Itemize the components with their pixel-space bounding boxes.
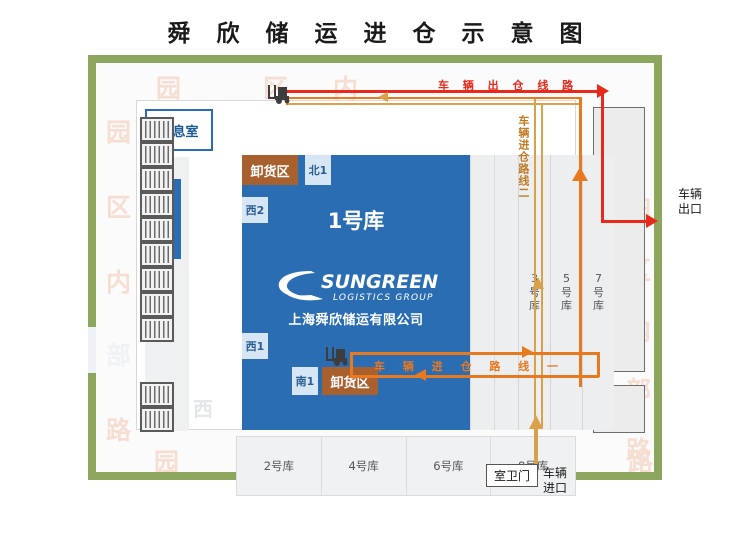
exit-route-arrow-top <box>597 84 609 98</box>
vehicle-exit-line-2: 出口 <box>678 202 703 216</box>
entry2-arrow-upper <box>572 167 588 181</box>
watermark-left-3: 内 <box>106 268 132 297</box>
entry2-arrow-mid <box>532 277 544 289</box>
exit-route-label: 车 辆 出 仓 线 路 <box>438 79 579 92</box>
company-name-cn: 上海舜欣储运有限公司 <box>288 313 424 328</box>
entry-gate-arrow <box>529 415 543 429</box>
warehouse-diagram: 园 区 内 部 路 园 区 内 园 区 内 部 路 园 区 内 部 路 路 休息… <box>88 55 662 496</box>
bay-north-1: 北1 <box>305 155 331 185</box>
company-logo: SUNGREEN LOGISTICS GROUP 上海舜欣储运有限公司 <box>242 267 470 328</box>
svg-text:SUNGREEN: SUNGREEN <box>321 271 438 293</box>
entry-route-1-label: 车 辆 进 仓 路 线 一 <box>374 360 565 373</box>
shipping-container-icon <box>140 267 174 292</box>
bay-west-2: 西2 <box>242 197 268 223</box>
guard-room-gate: 室卫门 <box>486 464 539 487</box>
watermark-left-5: 路 <box>106 416 132 445</box>
vehicle-exit-label: 车辆 出口 <box>678 187 702 217</box>
wall-top <box>88 55 662 63</box>
warehouse-7-char-2: 号 <box>593 285 604 299</box>
entry1-arrow-left <box>415 369 426 381</box>
watermark-right-5: 路 <box>626 436 652 465</box>
watermark-left-4: 部 <box>106 341 132 370</box>
wall-left-lower <box>88 373 96 480</box>
entry1-bottom-line-bot <box>350 375 599 378</box>
warehouse-6-block: 6号库 <box>407 437 492 495</box>
warehouse-5-char-3: 库 <box>561 299 572 313</box>
exit-route-arrow-gate <box>646 214 658 228</box>
warehouse-5-char-1: 5 <box>563 271 570 285</box>
shipping-container-icon <box>140 407 174 432</box>
entry1-arrow-top-left <box>378 92 388 102</box>
svg-text:LOGISTICS GROUP: LOGISTICS GROUP <box>333 293 434 303</box>
vehicle-entry-line-2: 进口 <box>543 481 568 495</box>
sungreen-logo-icon: SUNGREEN LOGISTICS GROUP <box>278 271 438 303</box>
warehouse-7-block: 7 号 库 <box>582 155 614 430</box>
entry2-vertical-b <box>579 97 582 387</box>
entry-gate-vertical-a <box>534 429 538 487</box>
warehouse-7-char-1: 7 <box>595 271 602 285</box>
watermark-left-2: 区 <box>106 193 132 222</box>
forklift-icon <box>268 85 290 104</box>
warehouse-2-block: 2号库 <box>237 437 322 495</box>
watermark-left-1: 园 <box>106 118 132 147</box>
page-title: 舜 欣 储 运 进 仓 示 意 图 <box>167 21 592 47</box>
warehouse-5-block: 5 号 库 <box>550 155 582 430</box>
entry-route-2-label: 车辆进仓路线二 <box>516 115 530 199</box>
shipping-container-icon <box>140 117 174 142</box>
entry1-bottom-line-top <box>350 352 599 355</box>
shipping-container-icon <box>140 167 174 192</box>
main-building: 休息室 换 单 室 1号库 SUNGREEN LOGISTICS GROUP 上… <box>136 100 614 431</box>
bay-west-1: 西1 <box>242 333 268 359</box>
shipping-container-icon <box>140 192 174 217</box>
shipping-container-icon <box>140 292 174 317</box>
forklift-icon <box>326 347 348 366</box>
warehouse-7-char-3: 库 <box>593 299 604 313</box>
wall-left-upper <box>88 55 96 327</box>
shipping-container-icon <box>140 142 174 167</box>
exit-route-top-line <box>284 90 604 93</box>
warehouse-1-label: 1号库 <box>327 209 385 233</box>
unload-zone-north: 卸货区 <box>242 155 298 185</box>
vehicle-entry-line-1: 车辆 <box>543 466 568 480</box>
shipping-container-icon <box>140 217 174 242</box>
warehouse-4-block: 4号库 <box>322 437 407 495</box>
entry1-bottom-left-cap <box>350 352 353 377</box>
exit-route-right-vertical <box>601 90 604 222</box>
entry1-top-line-b <box>286 103 581 105</box>
wall-right <box>654 55 662 480</box>
vehicle-entry-label: 车辆 进口 <box>543 466 567 496</box>
filler-column-2 <box>494 155 518 430</box>
bay-south-1: 南1 <box>292 367 318 395</box>
wall-left-gate-opening <box>88 327 96 373</box>
warehouse-5-char-2: 号 <box>561 285 572 299</box>
entry2-vertical-c <box>541 103 543 428</box>
shipping-container-icon <box>140 242 174 267</box>
entry1-top-line-a <box>286 97 581 99</box>
entry1-bottom-right-cap <box>597 352 600 377</box>
entry2-vertical-a <box>534 99 536 429</box>
entry1-arrow-right <box>522 346 533 358</box>
watermark-top-1: 园 <box>156 74 182 103</box>
exit-route-to-gate <box>601 220 649 223</box>
shipping-container-icon <box>140 317 174 342</box>
shipping-container-icon <box>140 382 174 407</box>
filler-column-1 <box>470 155 494 430</box>
vehicle-exit-line-1: 车辆 <box>678 187 703 201</box>
